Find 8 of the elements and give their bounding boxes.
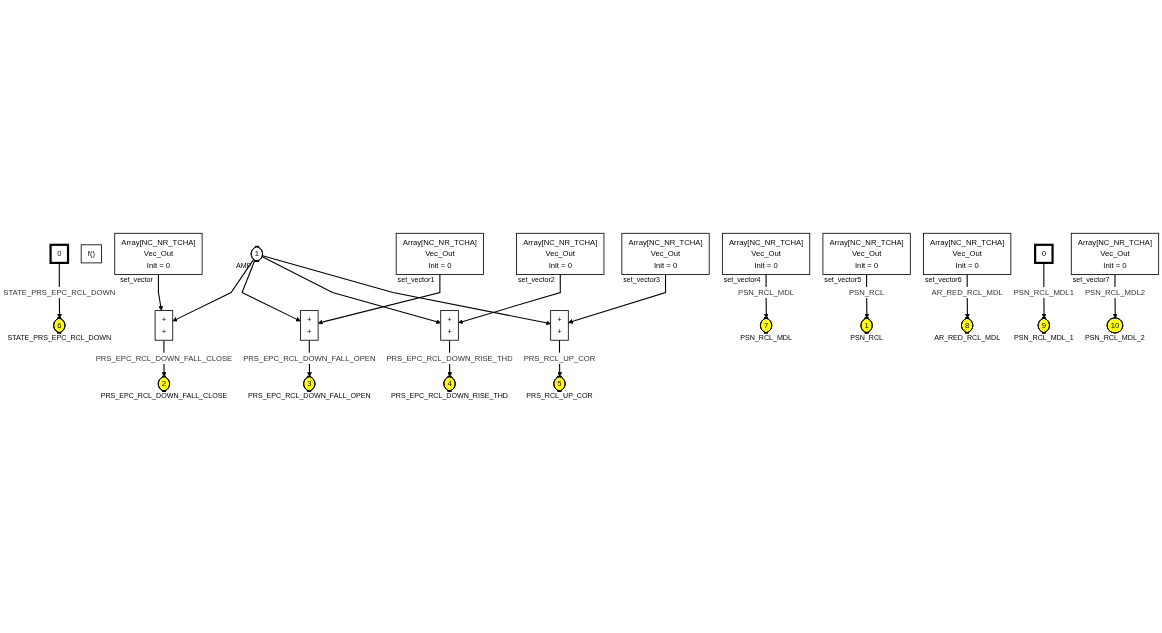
arrow: [458, 273, 561, 324]
arrow: [172, 258, 255, 322]
arrow: [241, 259, 301, 322]
arrow: [262, 254, 551, 325]
arrow: [317, 273, 441, 325]
arrow: [568, 273, 667, 324]
arrow: [157, 273, 164, 311]
arrow: [261, 255, 441, 324]
